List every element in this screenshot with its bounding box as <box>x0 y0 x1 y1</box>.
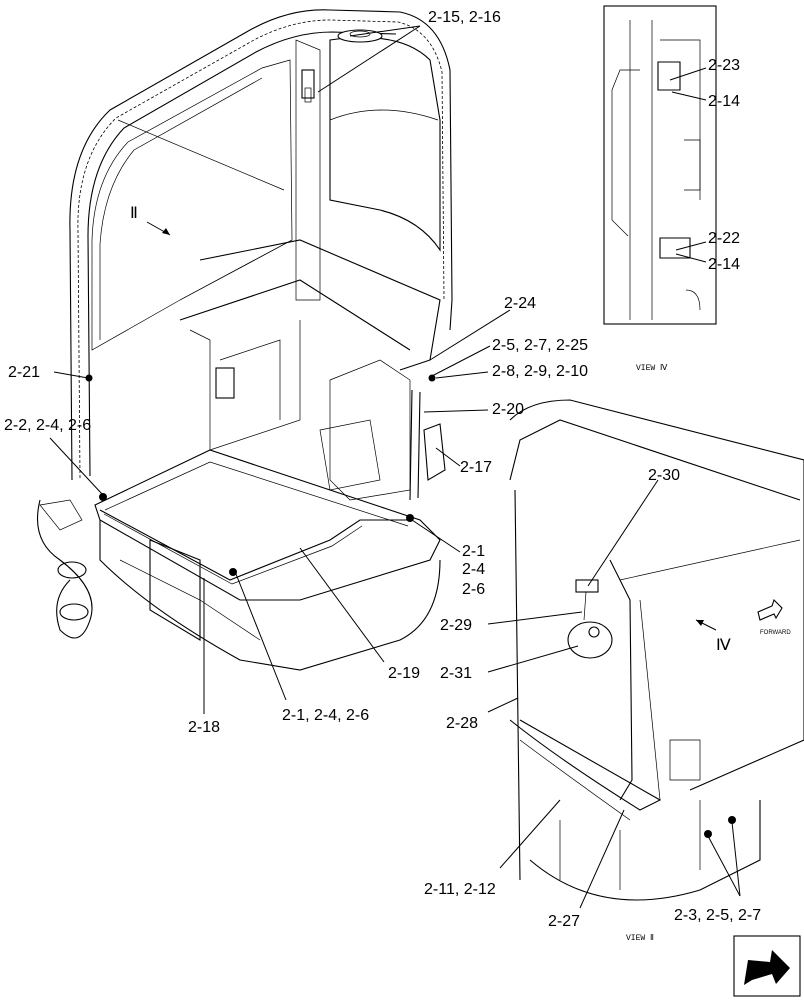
callout-2-29: 2-29 <box>440 617 472 634</box>
cab-assembly <box>36 9 453 671</box>
callout-2-6-right: 2-6 <box>462 581 485 598</box>
callout-2-24: 2-24 <box>504 295 536 312</box>
callout-2-5-2-7-2-25: 2-5, 2-7, 2-25 <box>492 337 588 354</box>
callout-2-3-2-5-2-7: 2-3, 2-5, 2-7 <box>674 907 761 924</box>
callout-2-23: 2-23 <box>708 57 740 74</box>
callout-2-4-right: 2-4 <box>462 561 485 578</box>
callout-2-30: 2-30 <box>648 467 680 484</box>
forward-label: FORWARD <box>760 630 791 636</box>
callout-2-18: 2-18 <box>188 719 220 736</box>
view-iv-inset <box>603 5 717 325</box>
view-ii-arrow-label: Ⅱ <box>130 205 138 222</box>
callout-2-1-2-4-2-6: 2-1, 2-4, 2-6 <box>282 707 369 724</box>
view-iv-arrow-label: Ⅳ <box>716 637 731 654</box>
view-ii-detail <box>509 399 804 901</box>
direction-arrow-icon <box>744 950 790 985</box>
orientation-arrow-box <box>733 935 801 997</box>
view-ii-label: VIEW Ⅱ <box>626 934 654 943</box>
callout-2-20: 2-20 <box>492 401 524 418</box>
callout-2-27: 2-27 <box>548 913 580 930</box>
view-iv-label: VIEW Ⅳ <box>636 364 668 373</box>
callout-2-21: 2-21 <box>8 364 40 381</box>
callout-2-2-2-4-2-6: 2-2, 2-4, 2-6 <box>4 417 91 434</box>
forward-arrow-icon <box>757 598 783 621</box>
callout-2-31: 2-31 <box>440 665 472 682</box>
callout-2-14-bottom: 2-14 <box>708 256 740 273</box>
callout-2-17: 2-17 <box>460 459 492 476</box>
view-labels: VIEW Ⅳ VIEW Ⅱ Ⅱ Ⅳ FORWARD <box>130 205 791 943</box>
callout-2-14-top: 2-14 <box>708 93 740 110</box>
callout-2-22: 2-22 <box>708 230 740 247</box>
callout-2-1-right: 2-1 <box>462 543 485 560</box>
leader-lines <box>49 25 741 909</box>
callout-2-28: 2-28 <box>446 715 478 732</box>
callout-labels: 2-15, 2-16 2-23 2-14 2-22 2-14 2-24 2-5,… <box>4 9 761 930</box>
callout-2-19: 2-19 <box>388 665 420 682</box>
callout-2-8-2-9-2-10: 2-8, 2-9, 2-10 <box>492 363 588 380</box>
callout-2-15-2-16: 2-15, 2-16 <box>428 9 501 26</box>
callout-2-11-2-12: 2-11, 2-12 <box>424 881 496 898</box>
